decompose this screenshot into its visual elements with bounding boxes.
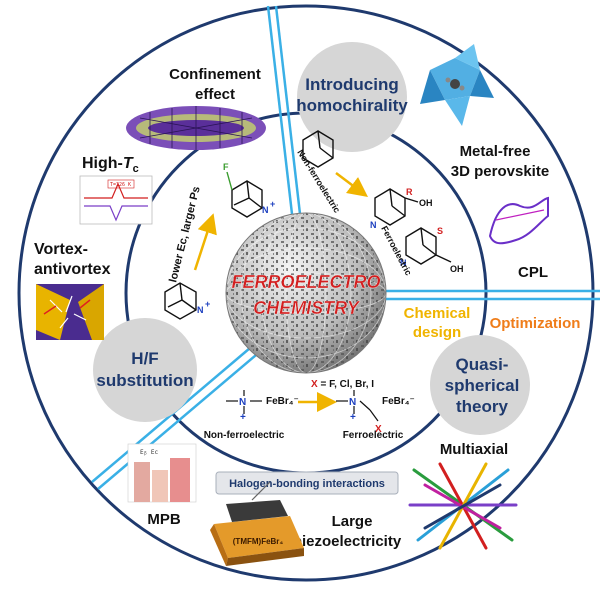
plus-bottom-left: + (240, 412, 246, 423)
quasi-line1: Quasi- (456, 355, 509, 374)
confinement-line1: Confinement (169, 66, 261, 83)
s-label: S (437, 226, 443, 236)
sector-dividers (91, 5, 600, 490)
plus-left: + (205, 299, 210, 309)
ferro-bottom-label: Ferroelectric (343, 430, 404, 441)
cpl-label: CPL (518, 264, 548, 281)
n-atom-bottom-right: N (349, 397, 356, 408)
n-atom-bottom-left: N (239, 397, 246, 408)
tmam-right-structure (336, 390, 379, 422)
x-atom: X (375, 424, 382, 435)
chemical-design-line2: design (413, 324, 461, 341)
vortex-line1: Vortex- (34, 241, 88, 258)
oh-r: OH (419, 198, 433, 208)
homochirality-line1: Introducing (305, 75, 398, 94)
vortex-image (36, 284, 104, 340)
quasi-spherical-bubble: Quasi- spherical theory (430, 335, 530, 435)
homochirality-line2: homochirality (296, 96, 408, 115)
high-tc-label: High-Tc (82, 155, 139, 175)
quasi-line3: theory (456, 397, 509, 416)
perovskite-image (420, 44, 494, 126)
optimization-label: Optimization (490, 315, 581, 332)
confinement-lattice-image (126, 106, 266, 150)
r-isomer-structure (374, 188, 419, 226)
oh-s: OH (450, 264, 464, 274)
piezo-device-image: (TMFM)FeBr₄ (210, 481, 304, 566)
multiaxial-image (408, 462, 518, 550)
cpl-plot-image (484, 196, 554, 250)
tmam-left-structure (226, 390, 262, 414)
center-sphere: FERROELECTRO CHEMISTRY (225, 212, 387, 374)
confinement-line2: effect (195, 86, 235, 103)
fluoro-quinuclidine-structure (226, 171, 263, 218)
metal-free-line2: 3D perovskite (451, 163, 549, 180)
vortex-line2: antivortex (34, 261, 111, 278)
plus-top: + (270, 199, 275, 209)
multiaxial-label: Multiaxial (440, 441, 508, 458)
halogen-bonding-box: Halogen-bonding interactions (215, 471, 399, 495)
s-isomer-structure (405, 227, 452, 265)
fluoro-atom: F (223, 162, 229, 172)
center-title-line1: FERROELECTRO (231, 272, 380, 292)
center-title-line2: CHEMISTRY (253, 298, 361, 318)
device-label: (TMFM)FeBr₄ (233, 537, 284, 546)
hf-line2: substitution (96, 371, 193, 390)
high-tc-plot-image: T=326 K (79, 175, 153, 225)
mpb-label: MPB (147, 511, 181, 528)
plus-bottom-right: + (350, 412, 356, 423)
n-atom-r: N (370, 220, 377, 230)
halogen-bonding-label: Halogen-bonding interactions (229, 478, 385, 490)
homochirality-bubble: Introducing homochirality (296, 42, 408, 152)
high-tc-tag: T=326 K (110, 182, 131, 188)
yellow-arrow-up (193, 213, 217, 271)
piezo-line1: Large (332, 513, 373, 530)
piezo-line2: piezoelectricity (293, 533, 402, 550)
n-atom-top: N (262, 205, 269, 215)
hf-substitution-bubble: H/F substitution (93, 318, 197, 422)
hf-line1: H/F (131, 349, 158, 368)
febr4-left: FeBr₄⁻ (266, 396, 299, 407)
yellow-arrow-right (335, 172, 368, 197)
r-label: R (406, 187, 413, 197)
mpb-plot-image: Eᵦ Ec (127, 443, 197, 503)
nonferro-bottom-label: Non-ferroelectric (204, 430, 285, 441)
n-atom-left: N (197, 305, 204, 315)
metal-free-line1: Metal-free (460, 143, 531, 160)
x-definition: X = F, Cl, Br, I (311, 379, 374, 390)
chemical-design-line1: Chemical (404, 305, 471, 322)
quinuclidine-left-structure (164, 282, 197, 320)
quasi-line2: spherical (445, 376, 520, 395)
mpb-tag: Eᵦ Ec (140, 449, 158, 456)
n-atom-s: N (400, 258, 407, 268)
quinuclidine-top-right-structure (302, 130, 334, 168)
febr4-right: FeBr₄⁻ (382, 396, 415, 407)
